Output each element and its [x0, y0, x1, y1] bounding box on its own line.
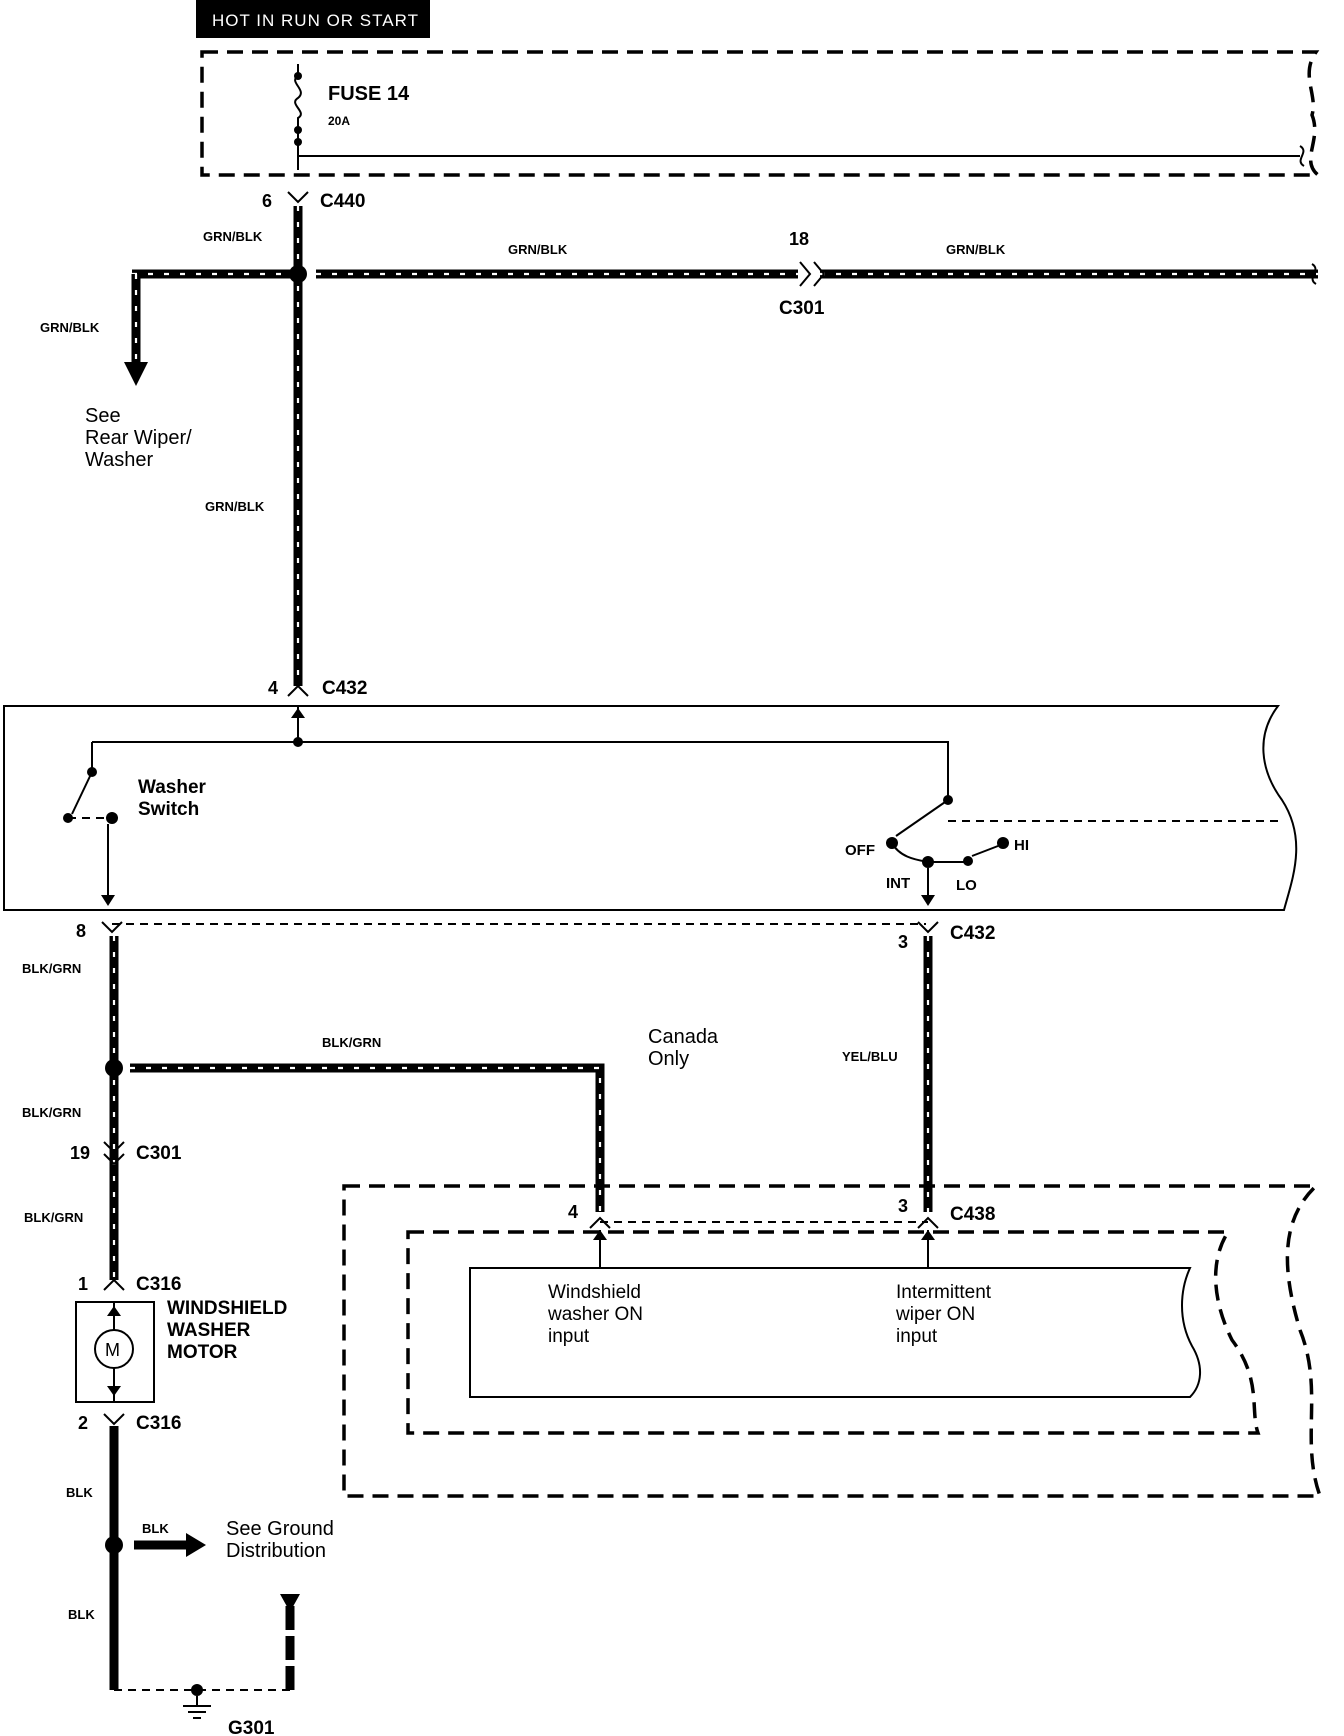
- wire-label-blk-2: BLK: [142, 1521, 169, 1536]
- wiper-switch: [886, 795, 1280, 906]
- c316-top-pin: 1: [78, 1274, 88, 1294]
- connector-c301-left-symbol: [103, 1141, 125, 1166]
- c440-pin: 6: [262, 191, 272, 211]
- c438-left-arrow: [593, 1230, 607, 1240]
- fuse-node: [294, 138, 302, 146]
- input-wiper-1: Intermittent: [896, 1282, 992, 1303]
- fuse-name: FUSE 14: [328, 83, 410, 105]
- switch-common-line: [91, 706, 949, 796]
- fuse-14-symbol: [294, 64, 302, 170]
- switch-housing: [3, 705, 1298, 911]
- rear-wiper-arrow: [124, 362, 148, 386]
- splice-node: [105, 1059, 123, 1077]
- wire-break-right: [1311, 263, 1317, 285]
- wire-label-grn-blk-1: GRN/BLK: [203, 229, 263, 244]
- c316-top-name: C316: [136, 1274, 181, 1295]
- connector-c438-left: [589, 1216, 611, 1229]
- ground-node: [191, 1684, 203, 1696]
- washer-switch-label-1: Washer: [138, 777, 207, 798]
- connector-c438-right: [917, 1216, 939, 1229]
- hot-label: HOT IN RUN OR START: [212, 11, 419, 30]
- switch-pos-lo: LO: [956, 877, 977, 894]
- connector-c432-bottom-right: [917, 921, 939, 934]
- rear-wiper-note-1: See: [85, 405, 121, 427]
- canada-note-1: Canada: [648, 1026, 719, 1048]
- rear-wiper-note-2: Rear Wiper/: [85, 427, 192, 449]
- switch-pos-hi: HI: [1014, 837, 1029, 854]
- c316-bottom-pin: 2: [78, 1413, 88, 1433]
- fuse-node: [294, 72, 302, 80]
- c432-bottom-pin-left: 8: [76, 921, 86, 941]
- ground-lead-right: [280, 1594, 300, 1612]
- wire-label-blk-grn-2: BLK/GRN: [322, 1035, 381, 1050]
- control-unit-body: [469, 1267, 1201, 1398]
- c438-name: C438: [950, 1204, 995, 1225]
- motor-label-2: WASHER: [167, 1320, 251, 1341]
- splice-node: [105, 1536, 123, 1554]
- washer-switch-label-2: Switch: [138, 799, 199, 820]
- c440-name: C440: [320, 191, 365, 212]
- motor-symbol: M: [105, 1340, 120, 1360]
- control-unit-inner: [406, 1230, 1261, 1435]
- c301-top-pin: 18: [789, 229, 809, 249]
- canada-note-2: Only: [648, 1048, 689, 1070]
- fuse-node: [294, 126, 302, 134]
- fuse-rating: 20A: [328, 114, 350, 128]
- washer-motor: [75, 1301, 155, 1403]
- fuse-break-right: [1299, 145, 1305, 167]
- wire-label-blk-grn-4: BLK/GRN: [24, 1210, 83, 1225]
- c432-bottom-pin-right: 3: [898, 932, 908, 952]
- c432-top-pin: 4: [268, 678, 278, 698]
- motor-label-1: WINDSHIELD: [167, 1298, 287, 1319]
- c301-left-name: C301: [136, 1143, 182, 1164]
- c301-top-name: C301: [779, 298, 825, 319]
- wire-blk-grn-canada: [130, 1063, 605, 1212]
- c438-pin-left: 4: [568, 1202, 578, 1222]
- switch-pos-int: INT: [886, 875, 910, 892]
- c432-bottom-name: C432: [950, 923, 995, 944]
- input-wiper-2: wiper ON: [895, 1304, 975, 1325]
- c432-top-name: C432: [322, 678, 367, 699]
- wire-label-blk-1: BLK: [66, 1485, 93, 1500]
- input-washer-1: Windshield: [548, 1282, 641, 1303]
- wire-label-grn-blk-3: GRN/BLK: [946, 242, 1006, 257]
- connector-c301-top-symbol: [799, 261, 826, 287]
- connector-c440-symbol: [287, 191, 309, 204]
- switch-arrow-up: [291, 708, 305, 718]
- connector-c432-top-symbol: [287, 684, 309, 697]
- ground-symbol: [183, 1696, 211, 1719]
- wire-label-blk-3: BLK: [68, 1607, 95, 1622]
- input-washer-2: washer ON: [547, 1304, 643, 1325]
- control-unit-outer: [342, 1184, 1323, 1498]
- c301-left-pin: 19: [70, 1143, 90, 1163]
- connector-c316-bottom-symbol: [103, 1413, 125, 1426]
- connector-c432-bottom-left: [101, 921, 123, 934]
- wire-label-blk-grn-1: BLK/GRN: [22, 961, 81, 976]
- wire-label-grn-blk-2: GRN/BLK: [508, 242, 568, 257]
- c438-right-arrow: [921, 1230, 935, 1240]
- switch-pos-off: OFF: [845, 842, 875, 859]
- ground-dist-arrow: [186, 1533, 206, 1557]
- connector-c316-top-symbol: [103, 1278, 125, 1291]
- motor-label-3: MOTOR: [167, 1342, 238, 1363]
- c438-pin-right: 3: [898, 1196, 908, 1216]
- wire-label-blk-grn-3: BLK/GRN: [22, 1105, 81, 1120]
- c316-bottom-name: C316: [136, 1413, 181, 1434]
- rear-wiper-note-3: Washer: [85, 449, 154, 471]
- ground-note-1: See Ground: [226, 1518, 334, 1540]
- wire-label-yel-blu: YEL/BLU: [842, 1049, 898, 1064]
- ground-name: G301: [228, 1718, 275, 1736]
- washer-switch: [63, 767, 118, 906]
- wire-label-grn-blk-4: GRN/BLK: [40, 320, 100, 335]
- input-washer-3: input: [548, 1326, 590, 1347]
- splice-node: [289, 265, 307, 283]
- wire-label-grn-blk-5: GRN/BLK: [205, 499, 265, 514]
- switch-node: [293, 737, 303, 747]
- input-wiper-3: input: [896, 1326, 938, 1347]
- ground-note-2: Distribution: [226, 1540, 326, 1562]
- hot-label-box: [196, 0, 430, 38]
- fuse-box-outline: [200, 50, 1323, 177]
